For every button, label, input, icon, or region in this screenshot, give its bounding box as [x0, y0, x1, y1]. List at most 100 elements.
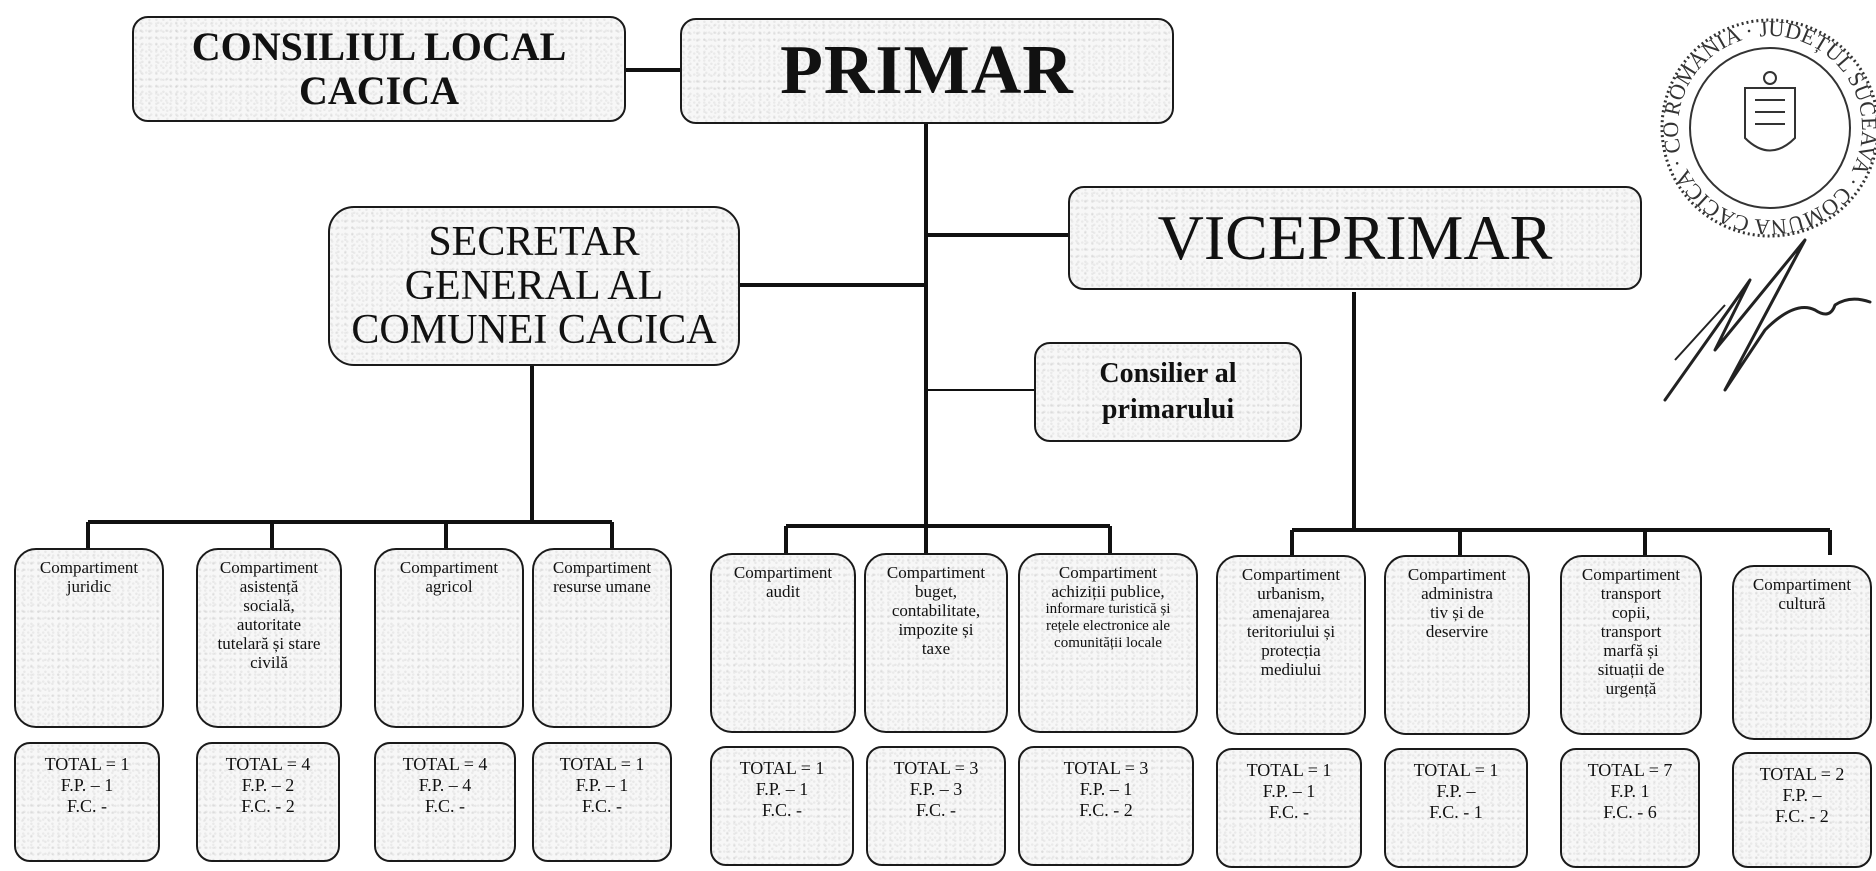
compartiment-asistenta-l3: socială, [243, 596, 295, 615]
total-transport: TOTAL = 7 F.P. 1 F.C. - 6 [1560, 748, 1700, 868]
compartiment-transport-l7: urgență [1605, 679, 1657, 698]
total-achizitii-total: TOTAL = 3 [1063, 758, 1149, 778]
total-achizitii-fc: F.C. - 2 [1079, 800, 1133, 820]
total-asistenta-sociala: TOTAL = 4 F.P. – 2 F.C. - 2 [196, 742, 340, 862]
compartiment-buget-l5: taxe [921, 639, 951, 658]
total-asistenta-total: TOTAL = 4 [225, 754, 311, 774]
total-cultura-fc: F.C. - 2 [1775, 806, 1829, 826]
compartiment-asistenta-l5: tutelară și stare [217, 634, 321, 653]
total-achizitii-publice: TOTAL = 3 F.P. – 1 F.C. - 2 [1018, 746, 1194, 866]
compartiment-transport-l6: situații de [1597, 660, 1665, 679]
compartiment-juridic-l2: juridic [66, 577, 112, 596]
total-administrativ: TOTAL = 1 F.P. – F.C. - 1 [1384, 748, 1528, 868]
compartiment-resurse-umane: Compartiment resurse umane [532, 548, 672, 728]
total-asistenta-fp: F.P. – 2 [241, 775, 295, 795]
compartiment-asistenta-l1: Compartiment [219, 558, 319, 577]
compartiment-achizitii-l2: achiziții publice, [1051, 582, 1165, 601]
total-juridic-total: TOTAL = 1 [44, 754, 130, 774]
compartiment-agricol-l1: Compartiment [399, 558, 499, 577]
total-audit-total: TOTAL = 1 [739, 758, 825, 778]
total-agricol: TOTAL = 4 F.P. – 4 F.C. - [374, 742, 516, 862]
total-agricol-fp: F.P. – 4 [418, 775, 472, 795]
compartiment-juridic: Compartiment juridic [14, 548, 164, 728]
total-buget: TOTAL = 3 F.P. – 3 F.C. - [866, 746, 1006, 866]
total-cultura-fp: F.P. – [1782, 785, 1822, 805]
total-urbanism-fc: F.C. - [1268, 802, 1310, 822]
total-administrativ-fc: F.C. - 1 [1429, 802, 1483, 822]
total-resurse-fp: F.P. – 1 [575, 775, 629, 795]
compartiment-transport-l1: Compartiment [1581, 565, 1681, 584]
total-juridic: TOTAL = 1 F.P. – 1 F.C. - [14, 742, 160, 862]
consilier-line-1: Consilier al [1099, 358, 1237, 389]
total-administrativ-total: TOTAL = 1 [1413, 760, 1499, 780]
compartiment-achizitii-l3: informare turistică și [1045, 601, 1171, 617]
compartiment-transport-l2: transport [1600, 584, 1662, 603]
secretar-line-3: COMUNEI CACICA [351, 307, 717, 353]
total-urbanism-fp: F.P. – 1 [1262, 781, 1316, 801]
compartiment-administrativ: Compartiment administra tiv și de deserv… [1384, 555, 1530, 735]
compartiment-asistenta-l2: asistență [239, 577, 299, 596]
consiliul-local-box: CONSILIUL LOCAL CACICA [132, 16, 626, 122]
compartiment-transport: Compartiment transport copii, transport … [1560, 555, 1702, 735]
compartiment-juridic-l1: Compartiment [39, 558, 139, 577]
total-resurse-fc: F.C. - [581, 796, 623, 816]
compartiment-transport-l5: marfă și [1603, 641, 1659, 660]
secretar-line-2: GENERAL AL [404, 263, 664, 309]
compartiment-urbanism: Compartiment urbanism, amenajarea terito… [1216, 555, 1366, 735]
total-resurse-total: TOTAL = 1 [559, 754, 645, 774]
consiliul-local-line-2: CACICA [299, 68, 459, 113]
compartiment-buget-l4: impozite și [898, 620, 974, 639]
compartiment-resurse-l2: resurse umane [553, 577, 651, 596]
viceprimar-box: VICEPRIMAR [1068, 186, 1642, 290]
compartiment-urbanism-l5: protecția [1261, 641, 1321, 660]
total-urbanism: TOTAL = 1 F.P. – 1 F.C. - [1216, 748, 1362, 868]
compartiment-administrativ-l2: administra [1421, 584, 1493, 603]
compartiment-urbanism-l2: urbanism, [1257, 584, 1325, 603]
total-cultura-total: TOTAL = 2 [1759, 764, 1845, 784]
total-cultura: TOTAL = 2 F.P. – F.C. - 2 [1732, 752, 1872, 868]
total-resurse-umane: TOTAL = 1 F.P. – 1 F.C. - [532, 742, 672, 862]
compartiment-buget-l1: Compartiment [886, 563, 986, 582]
total-transport-fc: F.C. - 6 [1603, 802, 1657, 822]
compartiment-urbanism-l6: mediului [1260, 660, 1322, 679]
coat-of-arms-icon [1744, 71, 1796, 152]
total-agricol-total: TOTAL = 4 [402, 754, 488, 774]
compartiment-achizitii-l4: rețele electronice ale [1045, 618, 1171, 634]
compartiment-asistenta-l6: civilă [250, 653, 288, 672]
viceprimar-title: VICEPRIMAR [1157, 202, 1553, 273]
total-achizitii-fp: F.P. – 1 [1079, 779, 1133, 799]
consilier-line-2: primarului [1101, 394, 1235, 425]
compartiment-asistenta-l4: autoritate [236, 615, 302, 634]
compartiment-achizitii-l5: comunității locale [1054, 635, 1162, 651]
total-administrativ-fp: F.P. – [1436, 781, 1476, 801]
compartiment-transport-l4: transport [1600, 622, 1662, 641]
total-buget-fp: F.P. – 3 [909, 779, 963, 799]
compartiment-buget-l2: buget, [914, 582, 958, 601]
compartiment-achizitii-l1: Compartiment [1058, 563, 1158, 582]
compartiment-administrativ-l1: Compartiment [1407, 565, 1507, 584]
compartiment-audit: Compartiment audit [710, 553, 856, 733]
compartiment-cultura-l1: Compartiment [1752, 575, 1852, 594]
compartiment-agricol: Compartiment agricol [374, 548, 524, 728]
compartiment-buget-l3: contabilitate, [891, 601, 981, 620]
compartiment-buget: Compartiment buget, contabilitate, impoz… [864, 553, 1008, 733]
consiliul-local-line-1: CONSILIUL LOCAL [191, 24, 567, 69]
total-asistenta-fc: F.C. - 2 [241, 796, 295, 816]
compartiment-administrativ-l4: deservire [1425, 622, 1489, 641]
compartiment-cultura: Compartiment cultură [1732, 565, 1872, 740]
compartiment-asistenta-sociala: Compartiment asistență socială, autorita… [196, 548, 342, 728]
primar-box: PRIMAR [680, 18, 1174, 124]
total-audit: TOTAL = 1 F.P. – 1 F.C. - [710, 746, 854, 866]
compartiment-audit-l1: Compartiment [733, 563, 833, 582]
primar-title: PRIMAR [780, 32, 1074, 109]
compartiment-urbanism-l4: teritoriului și [1246, 622, 1336, 641]
total-buget-fc: F.C. - [915, 800, 957, 820]
header-fragment [880, 0, 1180, 4]
total-agricol-fc: F.C. - [424, 796, 466, 816]
compartiment-transport-l3: copii, [1611, 603, 1651, 622]
consilier-primar-box: Consilier al primarului [1034, 342, 1302, 442]
total-juridic-fc: F.C. - [66, 796, 108, 816]
compartiment-urbanism-l1: Compartiment [1241, 565, 1341, 584]
secretar-line-1: SECRETAR [428, 219, 640, 265]
